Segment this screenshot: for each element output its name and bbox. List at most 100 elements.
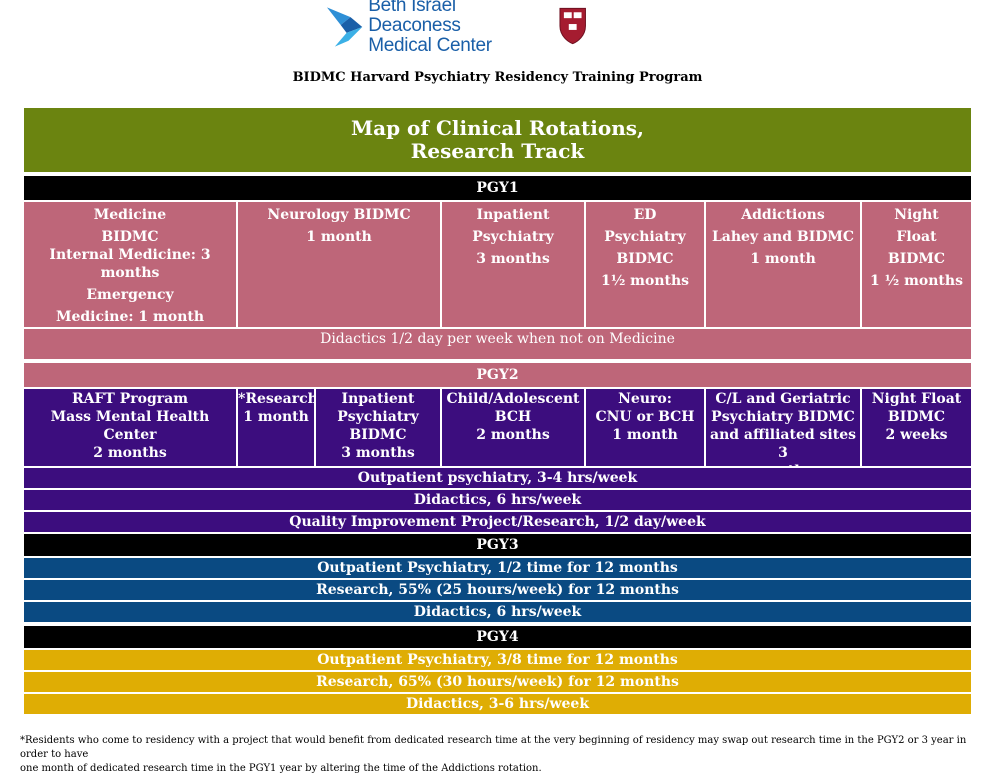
cell-line: 2 weeks (885, 427, 948, 443)
row-text: Research, 65% (30 hours/week) for 12 mon… (316, 674, 679, 690)
pgy1-label: PGY1 (476, 180, 519, 196)
row-text: Didactics, 6 hrs/week (413, 492, 582, 508)
pgy3-header: PGY3 (24, 534, 971, 558)
bidmc-bird-icon (326, 7, 363, 47)
row-text: Outpatient Psychiatry, 3/8 time for 12 m… (317, 652, 678, 668)
cell-line: ED (633, 207, 657, 223)
title-line-2: Research Track (410, 139, 585, 163)
pgy1-medicine: Medicine BIDMC Internal Medicine: 3 mont… (24, 202, 238, 329)
pgy1-inpatient: Inpatient Psychiatry 3 months (442, 202, 586, 329)
pgy2-research: *Research 1 month (238, 389, 316, 468)
cell-line: BCH (494, 409, 532, 425)
cell-line: 3 months (476, 251, 550, 267)
pgy2-night-float: Night Float BIDMC 2 weeks (862, 389, 971, 468)
pgy4-row-research: Research, 65% (30 hours/week) for 12 mon… (24, 672, 971, 694)
pgy1-rotations-row: Medicine BIDMC Internal Medicine: 3 mont… (24, 202, 971, 329)
cell-line: Child/Adolescent (446, 391, 580, 407)
footnote-line-1: *Residents who come to residency with a … (20, 735, 967, 760)
cell-line: Medicine (93, 207, 167, 223)
cell-line: Lahey and BIDMC (711, 229, 855, 245)
pgy2-row-didactics: Didactics, 6 hrs/week (24, 490, 971, 512)
pgy1-night-float: Night Float BIDMC 1 ½ months (862, 202, 971, 329)
bidmc-logo: Beth Israel Deaconess Medical Center (325, 0, 587, 56)
pgy3-row-didactics: Didactics, 6 hrs/week (24, 602, 971, 624)
cell-line: C/L and Geriatric (715, 391, 851, 407)
cell-line: Addictions (741, 207, 825, 223)
pgy2-row-qi: Quality Improvement Project/Research, 1/… (24, 512, 971, 534)
cell-line: Inpatient (476, 207, 550, 223)
cell-line: 3 months (341, 445, 415, 461)
logo-line-1: Beth Israel Deaconess (368, 0, 461, 36)
row-text: Outpatient Psychiatry, 1/2 time for 12 m… (317, 560, 678, 576)
pgy2-row-outpatient: Outpatient psychiatry, 3-4 hrs/week (24, 468, 971, 490)
row-text: Outpatient psychiatry, 3-4 hrs/week (357, 470, 638, 486)
pgy2-raft: RAFT Program Mass Mental Health Center 2… (24, 389, 238, 468)
pgy1-didactics-text: Didactics 1/2 day per week when not on M… (320, 331, 675, 347)
pgy1-neurology: Neurology BIDMC 1 month (238, 202, 442, 329)
pgy1-ed: ED Psychiatry BIDMC 1½ months (586, 202, 706, 329)
row-text: Didactics, 6 hrs/week (413, 604, 582, 620)
cell-line: BIDMC (887, 251, 946, 267)
cell-line: Mass Mental Health Center (50, 409, 210, 443)
cell-line: Inpatient (341, 391, 415, 407)
cell-line: Psychiatry (604, 229, 686, 245)
pgy2-inpatient: Inpatient Psychiatry BIDMC 3 months (316, 389, 442, 468)
pgy2-cl-geriatric: C/L and Geriatric Psychiatry BIDMC and a… (706, 389, 862, 468)
cell-line: *Research (238, 391, 316, 407)
pgy3-row-research: Research, 55% (25 hours/week) for 12 mon… (24, 580, 971, 602)
row-text: Quality Improvement Project/Research, 1/… (289, 514, 706, 530)
row-text: Didactics, 3-6 hrs/week (405, 696, 590, 712)
cell-line: Neuro: (618, 391, 672, 407)
cell-line: 1 ½ months (870, 273, 963, 289)
cell-line: Psychiatry BIDMC (711, 409, 855, 425)
cell-line: Emergency (86, 287, 174, 303)
program-subtitle: BIDMC Harvard Psychiatry Residency Train… (292, 70, 703, 85)
pgy2-rotations-row: RAFT Program Mass Mental Health Center 2… (24, 389, 971, 468)
cell-line: Float (896, 229, 937, 245)
cell-line: CNU or BCH (595, 409, 695, 425)
row-text: Research, 55% (25 hours/week) for 12 mon… (316, 582, 679, 598)
pgy1-didactics: Didactics 1/2 day per week when not on M… (24, 329, 971, 361)
cell-line: 2 months (93, 445, 167, 461)
cell-line: Medicine: 1 month (55, 309, 205, 325)
cell-line: Psychiatry (472, 229, 554, 245)
logo-line-2: Medical Center (368, 35, 492, 56)
table-title: Map of Clinical Rotations, Research Trac… (24, 108, 971, 174)
cell-line: BIDMC (887, 409, 946, 425)
cell-line: 1 month (750, 251, 816, 267)
pgy2-neuro: Neuro: CNU or BCH 1 month (586, 389, 706, 468)
logo-text: Beth Israel Deaconess Medical Center (368, 0, 549, 56)
pgy4-label: PGY4 (476, 629, 519, 645)
cell-line: Night (894, 207, 939, 223)
cell-line: and affiliated sites 3 (710, 427, 856, 461)
pgy4-row-didactics: Didactics, 3-6 hrs/week (24, 694, 971, 716)
pgy1-addictions: Addictions Lahey and BIDMC 1 month (706, 202, 862, 329)
cell-line: 1 month (243, 409, 309, 425)
pgy4-header: PGY4 (24, 626, 971, 650)
cell-line: RAFT Program (71, 391, 189, 407)
pgy4-row-outpatient: Outpatient Psychiatry, 3/8 time for 12 m… (24, 650, 971, 672)
cell-line: 1 month (612, 427, 678, 443)
cell-line: Night Float (871, 391, 962, 407)
footnote: *Residents who come to residency with a … (20, 734, 985, 776)
cell-line: BIDMC (616, 251, 674, 267)
cell-line: 2 months (476, 427, 550, 443)
cell-line: 1½ months (600, 273, 690, 289)
title-line-1: Map of Clinical Rotations, (351, 116, 644, 140)
pgy2-label: PGY2 (476, 367, 519, 383)
cell-line: 1 month (306, 229, 372, 245)
pgy3-row-outpatient: Outpatient Psychiatry, 1/2 time for 12 m… (24, 558, 971, 580)
pgy1-header: PGY1 (24, 176, 971, 202)
pgy2-header: PGY2 (24, 363, 971, 389)
cell-line: BIDMC (349, 427, 407, 443)
cell-line: months (706, 462, 860, 466)
cell-line: Internal Medicine: 3 (49, 247, 211, 263)
harvard-shield-icon (559, 7, 586, 45)
cell-line: months (100, 265, 160, 281)
cell-line: Neurology BIDMC (267, 207, 411, 223)
cell-line: BIDMC (101, 229, 159, 245)
footnote-line-2: one month of dedicated research time in … (20, 763, 542, 774)
pgy2-child-adolescent: Child/Adolescent BCH 2 months (442, 389, 586, 468)
pgy3-label: PGY3 (476, 537, 519, 553)
cell-line: Psychiatry (337, 409, 419, 425)
